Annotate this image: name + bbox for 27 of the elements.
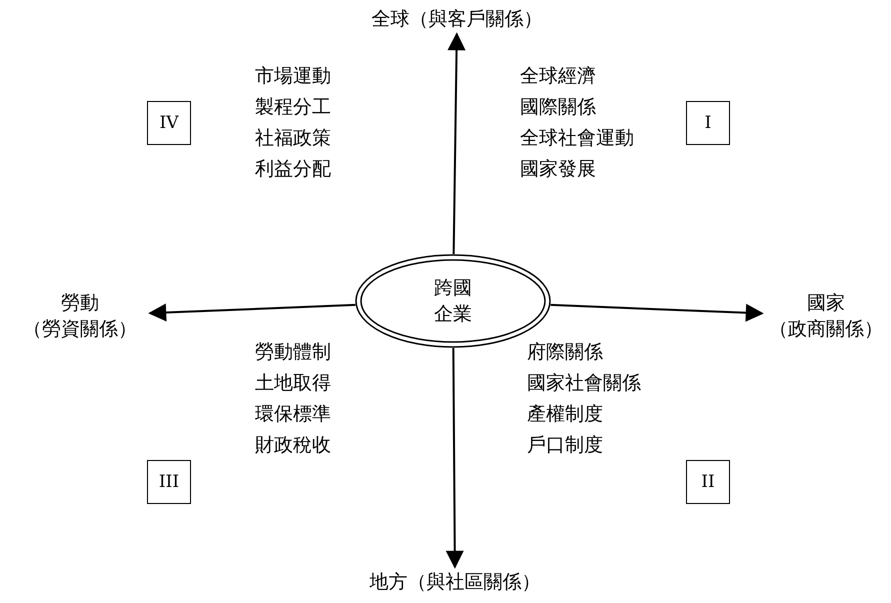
factor-text: 全球社會運動: [520, 126, 634, 150]
arrow: [446, 348, 464, 569]
factor-text: 產權制度: [527, 402, 603, 426]
quadrant-box: I: [686, 101, 730, 145]
factor-text: 市場運動: [255, 64, 331, 88]
axis-label: 全球（與客戶關係）: [362, 4, 552, 34]
factor-text: 財政稅收: [255, 433, 331, 457]
arrow: [148, 304, 356, 322]
factor-text: 國家發展: [520, 157, 596, 181]
axis-label: 國家（政商關係）: [762, 288, 890, 344]
quadrant-box: IV: [147, 101, 191, 145]
factor-text: 勞動體制: [255, 340, 331, 364]
factor-text: 全球經濟: [520, 64, 596, 88]
arrow: [550, 304, 764, 322]
factor-text: 土地取得: [255, 371, 331, 395]
factor-text: 國際關係: [520, 95, 596, 119]
factor-text: 利益分配: [255, 157, 331, 181]
factor-text: 製程分工: [255, 95, 331, 119]
factor-text: 戶口制度: [527, 433, 603, 457]
quadrant-box: III: [147, 460, 191, 504]
axis-label: 地方（與社區關係）: [360, 567, 550, 597]
arrow: [448, 32, 466, 254]
factor-text: 環保標準: [255, 402, 331, 426]
factor-text: 國家社會關係: [527, 371, 641, 395]
factor-text: 社福政策: [255, 126, 331, 150]
axis-label: 勞動（勞資關係）: [10, 288, 150, 344]
quadrant-box: II: [686, 460, 730, 504]
